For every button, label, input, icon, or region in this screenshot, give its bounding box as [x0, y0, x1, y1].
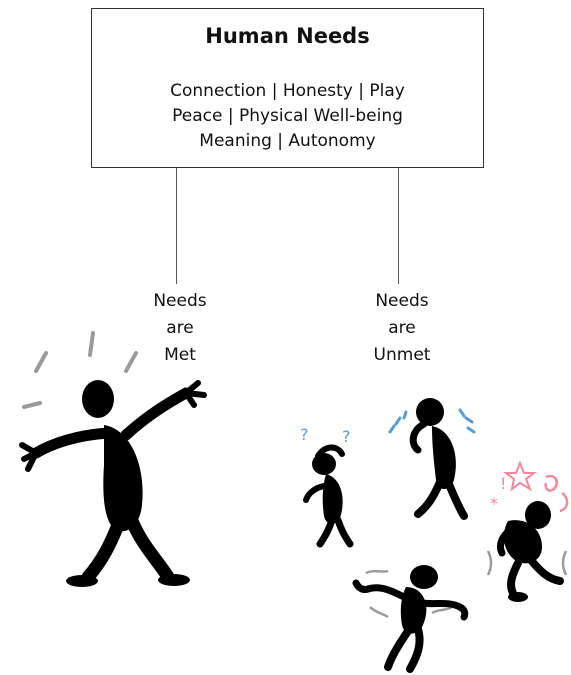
needs-line-1: Connection | Honesty | Play: [170, 81, 405, 101]
needs-line-3: Meaning | Autonomy: [199, 131, 376, 151]
branch-label-met: Needs are Met: [130, 288, 230, 369]
branch-label-unmet: Needs are Unmet: [352, 288, 452, 369]
confused-figure-icon: ? ?: [300, 425, 354, 548]
connector-unmet: [398, 168, 399, 284]
connector-met: [176, 168, 177, 284]
svg-text:?: ?: [342, 427, 351, 446]
needs-line-2: Peace | Physical Well-being: [172, 106, 403, 126]
branch-unmet-line-3: Unmet: [373, 345, 431, 365]
happy-figure-icon: [19, 331, 207, 587]
angry-figure-icon: ! *: [486, 460, 569, 602]
branch-met-line-1: Needs: [153, 291, 207, 311]
branch-unmet-line-1: Needs: [375, 291, 429, 311]
branch-met-line-2: are: [166, 318, 194, 338]
needs-list: Connection | Honesty | Play Peace | Phys…: [92, 79, 483, 154]
svg-text:?: ?: [300, 425, 309, 444]
svg-text:*: *: [490, 494, 498, 513]
box-title: Human Needs: [205, 24, 370, 48]
human-needs-box: Human Needs Connection | Honesty | Play …: [91, 8, 484, 168]
branch-met-line-3: Met: [164, 345, 196, 365]
sad-figure-icon: [388, 398, 476, 520]
branch-unmet-line-2: are: [388, 318, 416, 338]
svg-text:!: !: [500, 474, 506, 493]
wiggly-figure-icon: [352, 565, 469, 673]
